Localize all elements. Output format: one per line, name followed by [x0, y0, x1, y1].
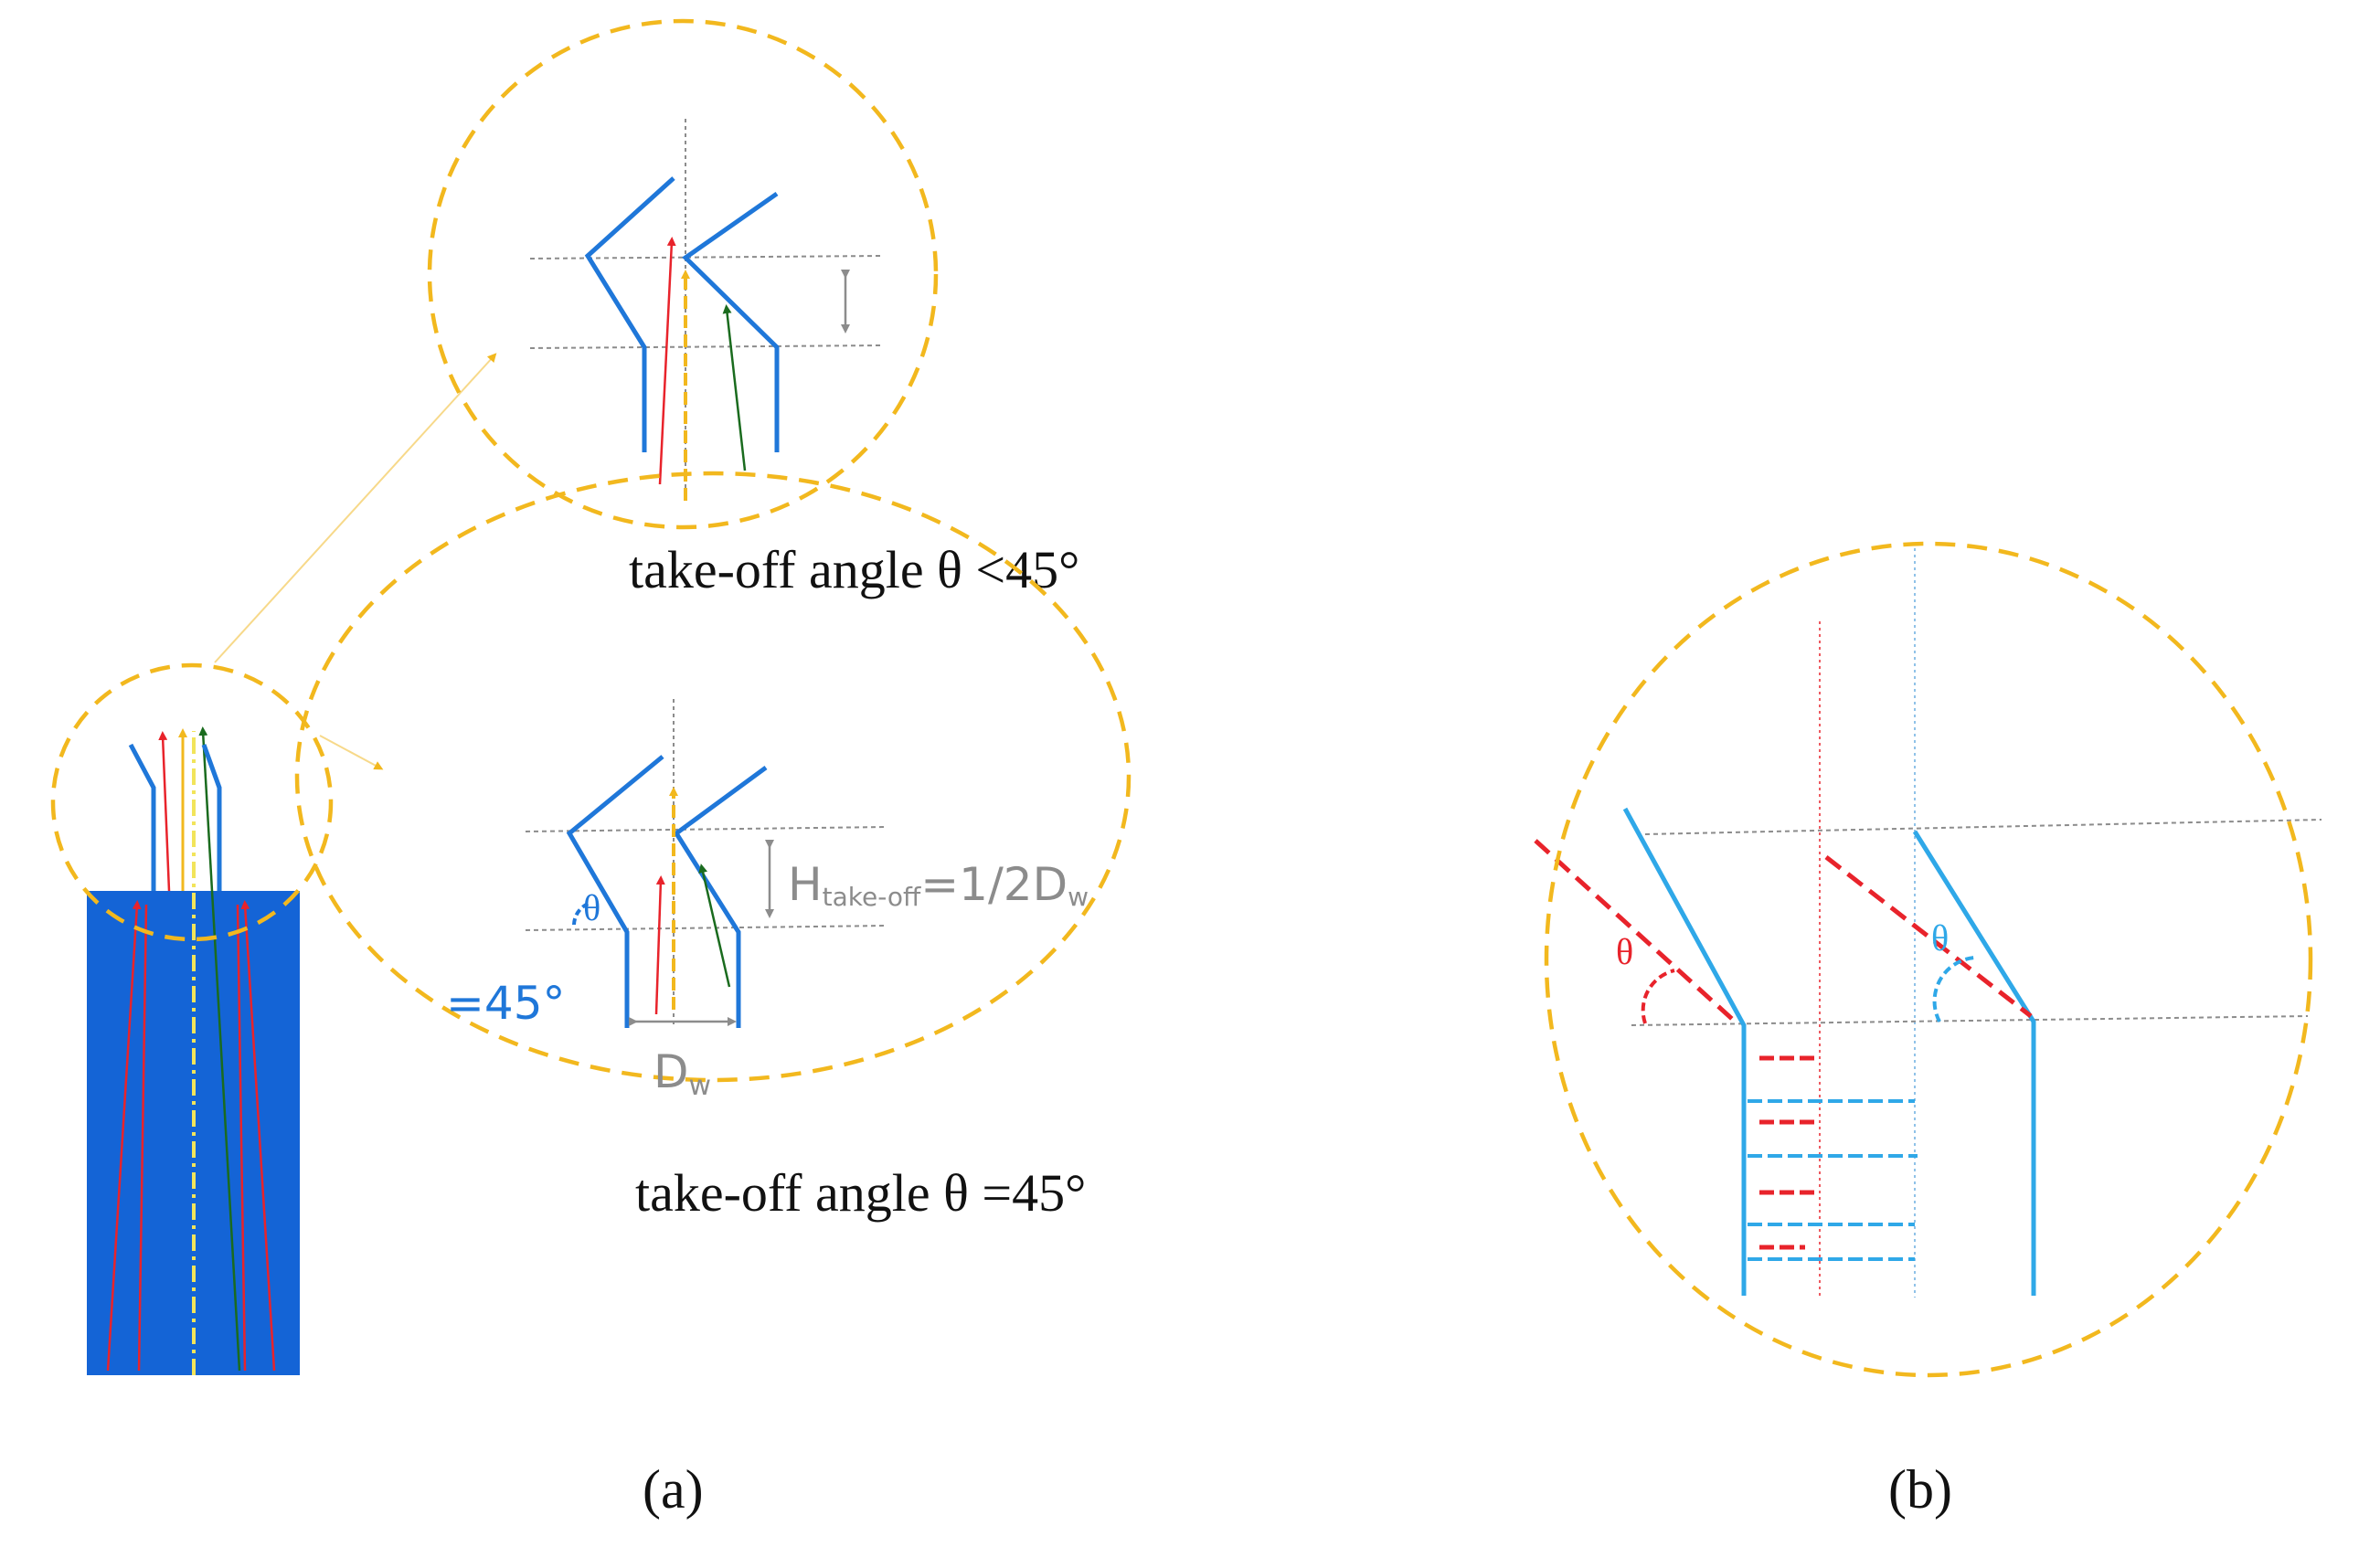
width-dw-label: Dw	[653, 1045, 711, 1102]
zoom-bottom-ray-red	[654, 875, 665, 1015]
panel-b-red-incline-left	[1534, 839, 1734, 1021]
zoom-bottom-ellipse	[294, 471, 1132, 1083]
zoom-top-right-wall	[682, 191, 780, 452]
angle-theta-label: θ	[583, 887, 600, 928]
zoom-top-circle	[427, 18, 939, 530]
zoom-top-group	[427, 18, 939, 530]
zoom-bottom-group	[294, 471, 1132, 1083]
small-nozzle-left-wall	[128, 743, 156, 891]
zoom-top-left-wall	[584, 176, 675, 452]
zoom-bottom-angle-arc	[572, 901, 591, 926]
panel-b-left-wall	[1622, 807, 1747, 1296]
zoom-connector-top	[214, 353, 497, 663]
caption-theta-equals-45: take-off angle θ =45°	[635, 1163, 1086, 1223]
small-nozzle-right-wall	[201, 744, 222, 891]
small-nozzle	[128, 743, 222, 891]
zoom-bottom-ref-line-lower	[525, 925, 887, 931]
zoom-bottom-left-wall	[566, 755, 664, 1028]
block-ray-green	[198, 726, 241, 1372]
panel-b-label: (b)	[1888, 1459, 1952, 1520]
zoom-top-ref-line-lower	[529, 344, 883, 349]
block-ray-red-4	[236, 904, 247, 1372]
zoom-top-ray-green	[722, 304, 747, 471]
zoom-top-ray-red	[658, 237, 676, 485]
panel-b-ref-line-lower	[1631, 1015, 2309, 1026]
panel-b-ref-line-upper	[1644, 819, 2322, 835]
angle-value-label: =45°	[446, 977, 566, 1030]
panel-b-right-wall	[1912, 830, 2036, 1296]
panel-b-zoom-circle	[1544, 541, 2313, 1378]
block-ray-red-5	[158, 731, 171, 892]
zoom-connector-bottom	[319, 735, 384, 770]
panel-b-theta-blue: θ	[1931, 917, 1949, 959]
source-block-group	[87, 726, 300, 1375]
panel-b-group	[1534, 541, 2322, 1378]
block-ray-red-1	[106, 900, 142, 1372]
height-takeoff-label: Htake-off=1/2Dw	[788, 858, 1089, 912]
block-ray-red-3	[240, 900, 276, 1372]
caption-theta-less-than-45: take-off angle θ <45°	[629, 540, 1079, 599]
zoom-bottom-ray-green	[698, 863, 731, 988]
panel-b-red-incline-right	[1824, 855, 2033, 1018]
block-ray-red-2	[137, 904, 148, 1372]
panel-b-red-angle-arc	[1641, 969, 1675, 1024]
panel-b-blue-angle-arc	[1932, 956, 1975, 1022]
panel-a-label: (a)	[643, 1459, 704, 1520]
zoom-bottom-ref-line-upper	[525, 826, 887, 832]
zoom-bottom-right-wall	[673, 765, 768, 1028]
small-zoom-circle	[50, 662, 334, 942]
zoom-top-ref-line-upper	[529, 255, 883, 260]
panel-b-theta-red: θ	[1616, 931, 1633, 972]
